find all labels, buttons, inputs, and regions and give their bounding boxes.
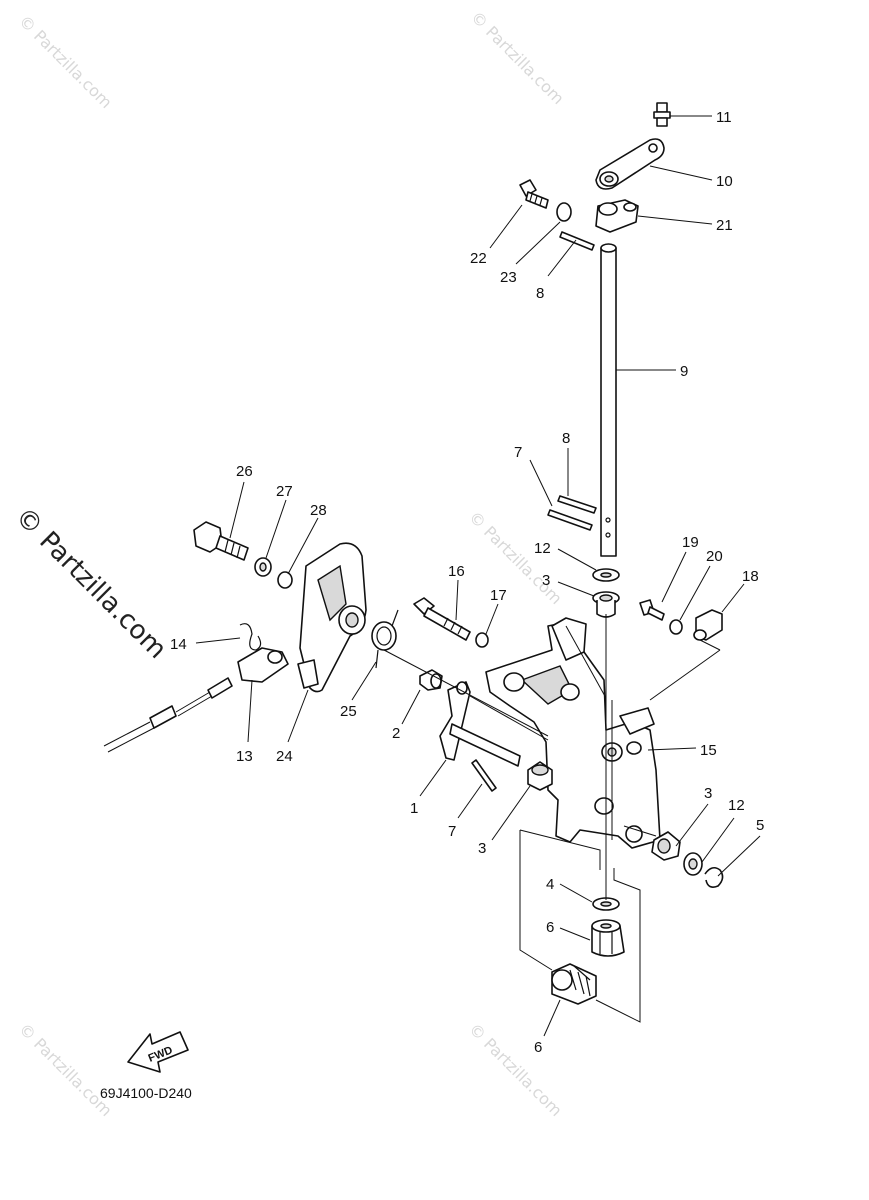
callout-3-lower: 3: [478, 840, 486, 857]
callout-3-right: 3: [704, 785, 712, 802]
part-16-bolt: [413, 597, 471, 641]
callout-18: 18: [742, 568, 759, 585]
callout-labels: 11 10 21 22 23 8 9 8 7 12 3 19 20 18 26 …: [170, 109, 764, 1056]
part-28-washer: [277, 571, 293, 589]
watermark-top-center: © Partzilla.com: [467, 7, 568, 108]
part-10-lever: [595, 138, 665, 190]
part-23-washer: [556, 202, 572, 222]
part-15-bracket: [485, 617, 661, 849]
callout-25: 25: [340, 703, 357, 720]
callout-27: 27: [276, 483, 293, 500]
callout-9: 9: [680, 363, 688, 380]
callout-21: 21: [716, 217, 733, 234]
callout-2: 2: [392, 725, 400, 742]
callout-13: 13: [236, 748, 253, 765]
callout-1: 1: [410, 800, 418, 817]
part-11-grease-nipple: [653, 102, 671, 127]
part-14-clip: [239, 623, 262, 651]
watermark-bottom-left: © Partzilla.com: [15, 1019, 116, 1120]
part-3-bushing-right: [651, 831, 681, 861]
part-3-bushing-middle: [527, 761, 553, 791]
part-8-pin-upper: [559, 231, 595, 251]
callout-16: 16: [448, 563, 465, 580]
callout-8-middle: 8: [562, 430, 570, 447]
part-25-spring: [371, 609, 399, 669]
part-21-shift-arm: [595, 199, 639, 233]
part-24-shift-lever: [297, 542, 367, 693]
part-19-bolt: [639, 599, 665, 621]
part-12-washer-lower: [683, 852, 703, 876]
callout-24: 24: [276, 748, 293, 765]
callout-22: 22: [470, 250, 487, 267]
watermark-middle: © Partzilla.com: [465, 507, 566, 608]
part-18-clamp: [693, 609, 723, 641]
callout-23: 23: [500, 269, 517, 286]
part-7-pin-middle: [547, 509, 593, 531]
part-7-pin-lower: [471, 759, 497, 792]
part-9-shift-rod: [600, 243, 617, 557]
callout-7-lower: 7: [448, 823, 456, 840]
diagram-code: 69J4100-D240: [100, 1085, 192, 1101]
callout-7-middle: 7: [514, 444, 522, 461]
callout-4: 4: [546, 876, 554, 893]
watermark-bottom-center: © Partzilla.com: [465, 1019, 566, 1120]
callout-6-lower: 6: [534, 1039, 542, 1056]
part-6-clutch-upper: [591, 919, 625, 957]
callout-6-upper: 6: [546, 919, 554, 936]
callout-8-upper: 8: [536, 285, 544, 302]
callout-5: 5: [756, 817, 764, 834]
part-17-washer: [475, 632, 489, 648]
callout-12-lower: 12: [728, 797, 745, 814]
watermark-large: © Partzilla.com: [9, 502, 172, 665]
part-1-lever: [439, 681, 521, 767]
watermark-group: © Partzilla.com © Partzilla.com © Partzi…: [9, 7, 568, 1120]
callout-17: 17: [490, 587, 507, 604]
callout-3-upper: 3: [542, 572, 550, 589]
part-13-cable-joint: [237, 647, 289, 683]
part-2-collar: [419, 669, 443, 691]
shift-cable: [103, 677, 233, 753]
part-26-bolt: [193, 521, 249, 561]
part-3-bushing-upper: [592, 591, 620, 618]
callout-10: 10: [716, 173, 733, 190]
fwd-arrow-icon: FWD: [127, 1031, 189, 1073]
callout-11: 11: [716, 109, 732, 126]
part-20-washer: [669, 619, 683, 635]
callout-20: 20: [706, 548, 723, 565]
callout-15: 15: [700, 742, 717, 759]
part-5-circlip: [704, 866, 724, 888]
callout-14: 14: [170, 636, 187, 653]
part-8-pin-middle: [557, 495, 597, 514]
callout-26: 26: [236, 463, 253, 480]
part-6-gear-lower: [551, 963, 597, 1005]
callout-28: 28: [310, 502, 327, 519]
part-27-washer: [254, 557, 272, 577]
part-22-bolt: [519, 179, 549, 209]
leader-lines: [195, 115, 761, 1037]
callout-19: 19: [682, 534, 699, 551]
callout-12-upper: 12: [534, 540, 551, 557]
watermark-top-left: © Partzilla.com: [15, 11, 116, 112]
